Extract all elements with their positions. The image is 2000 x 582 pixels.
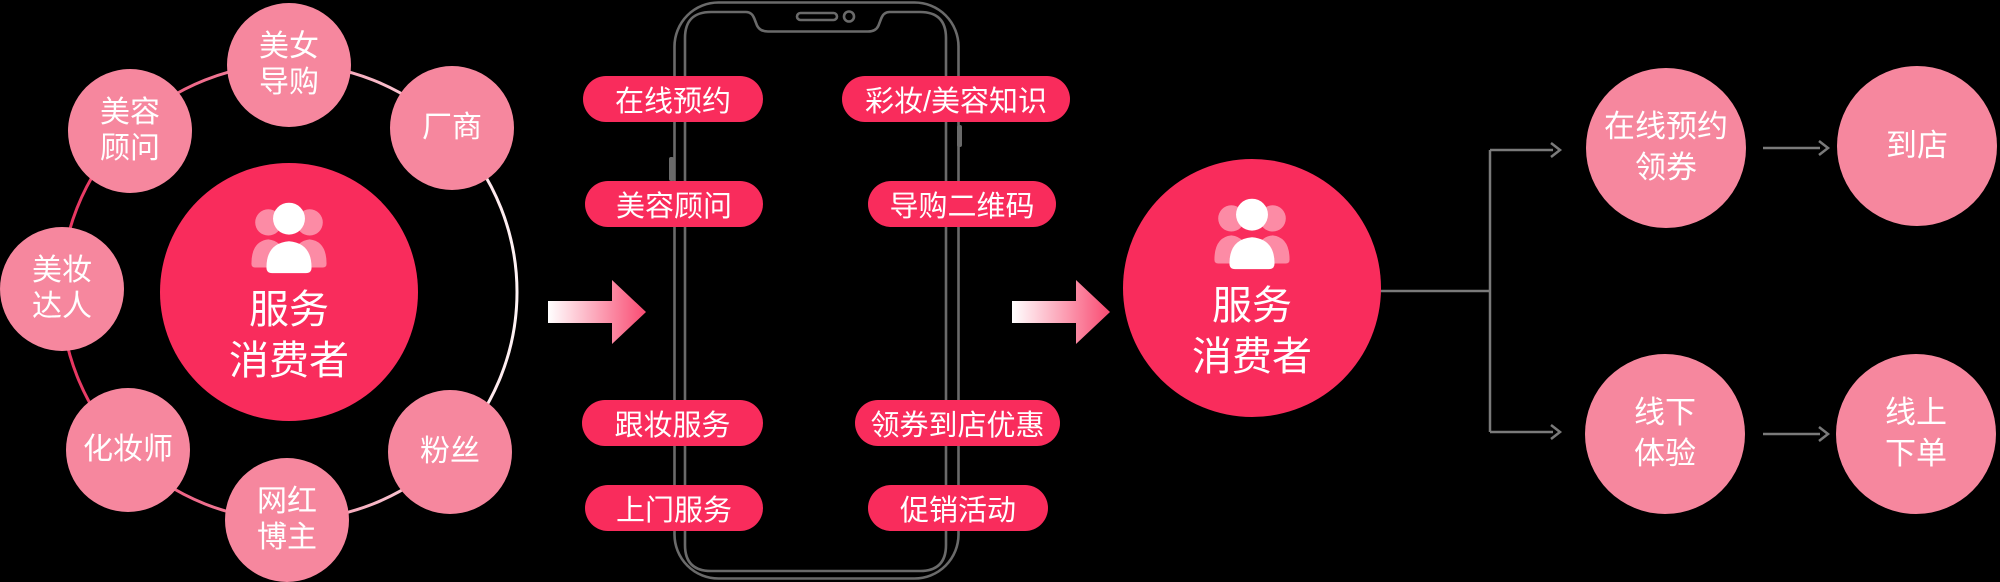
satellite-label-line: 网红 <box>257 485 317 518</box>
satellite-label-line: 达人 <box>32 290 92 323</box>
satellite-beauty-expert: 美妆 达人 <box>0 227 124 351</box>
branch-connector <box>1375 140 1831 442</box>
satellite-label-line: 导购 <box>259 66 319 99</box>
node-offline-experience: 线下 体验 <box>1585 354 1745 514</box>
satellite-influencer-blogger: 网红 博主 <box>225 458 349 582</box>
node-arrive-store: 到店 <box>1837 66 1997 226</box>
satellite-label-line: 化妆师 <box>83 433 173 466</box>
satellite-makeup-artist: 化妆师 <box>66 388 190 512</box>
satellite-label-line: 美妆 <box>32 254 92 287</box>
phone-outer-frame <box>673 1 960 580</box>
node-label-line: 在线预约 <box>1604 109 1728 145</box>
people-icon <box>251 202 327 273</box>
satellite-manufacturer: 厂商 <box>390 66 514 190</box>
satellite-fans: 粉丝 <box>388 390 512 514</box>
satellite-beauty-shopping-guide: 美女 导购 <box>227 3 351 127</box>
arrowhead-icon <box>1818 140 1831 156</box>
satellite-label-line: 美女 <box>259 30 319 63</box>
node-label-line: 体验 <box>1634 436 1696 471</box>
circle-label-line: 消费者 <box>1192 334 1312 379</box>
satellite-label-line: 粉丝 <box>420 435 480 468</box>
service-consumer-circle-left: 服务 消费者 <box>160 163 418 421</box>
node-label-line: 领券 <box>1635 150 1697 185</box>
arrowhead-icon <box>1550 424 1563 440</box>
pill-guide-qr-code: 导购二维码 <box>868 181 1056 227</box>
node-label-line: 到店 <box>1886 127 1948 163</box>
pill-coupon-store-discount: 领券到店优惠 <box>855 400 1060 446</box>
pill-online-booking: 在线预约 <box>583 76 763 122</box>
satellite-beauty-consultant: 美容 顾问 <box>68 69 192 193</box>
phone-camera <box>842 10 856 23</box>
pill-makeup-service: 跟妆服务 <box>582 400 763 446</box>
flow-arrow-left <box>548 280 646 344</box>
arrowhead-icon <box>1550 142 1563 158</box>
pill-makeup-beauty-knowledge: 彩妆/美容知识 <box>842 76 1070 122</box>
node-label-line: 线上 <box>1885 395 1947 431</box>
flow-arrow-right <box>1012 280 1110 344</box>
pill-door-to-door-service: 上门服务 <box>585 485 763 531</box>
phone-side-button-right <box>957 125 962 147</box>
node-label-line: 线下 <box>1634 395 1696 431</box>
satellite-label-line: 厂商 <box>422 111 482 144</box>
pill-promotion-activity: 促销活动 <box>868 485 1048 531</box>
service-consumer-circle-right: 服务 消费者 <box>1123 159 1381 417</box>
phone-screen <box>683 10 948 573</box>
satellite-label-line: 顾问 <box>100 132 160 165</box>
arrowhead-icon <box>1818 426 1831 442</box>
people-icon <box>1214 198 1290 269</box>
node-online-booking-coupon: 在线预约 领券 <box>1586 68 1746 228</box>
phone-speaker <box>795 11 839 22</box>
satellite-label-line: 博主 <box>257 521 317 554</box>
circle-label-line: 服务 <box>1212 283 1292 328</box>
node-online-order: 线上 下单 <box>1836 354 1996 514</box>
phone-side-button-left <box>669 157 674 181</box>
node-label-line: 下单 <box>1885 436 1947 471</box>
circle-label-line: 服务 <box>249 287 329 332</box>
satellite-label-line: 美容 <box>100 96 160 129</box>
phone-frame <box>673 1 960 580</box>
circle-label-line: 消费者 <box>229 338 349 383</box>
pill-beauty-consultant: 美容顾问 <box>585 181 763 227</box>
